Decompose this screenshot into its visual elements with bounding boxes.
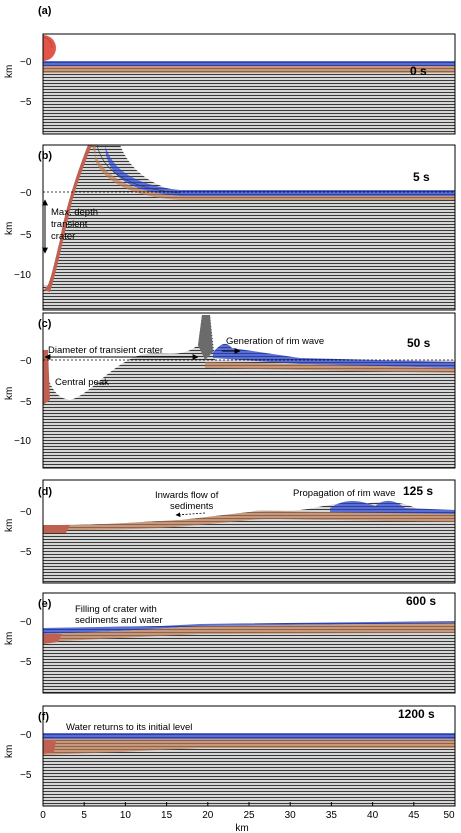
y-axis-label: km — [4, 632, 15, 645]
x-tick-label: 35 — [326, 810, 338, 821]
air-region — [43, 706, 455, 733]
inward-flow-arrow — [175, 512, 206, 518]
sediment-layer — [43, 739, 455, 755]
panel-e: (e) 600 s Filling of crater with sedimen… — [4, 592, 456, 694]
panel-label: (f) — [38, 711, 49, 723]
water-wave — [213, 343, 455, 368]
sediment-layer — [205, 362, 455, 373]
basement-layers — [43, 73, 455, 134]
crater-fill-melt — [43, 740, 56, 754]
panel-frame — [42, 479, 456, 584]
time-label: 125 s — [403, 484, 433, 498]
annotation: sediments — [170, 501, 214, 512]
y-tick-label: −0 — [20, 507, 32, 518]
panel-label: (b) — [38, 150, 52, 162]
x-tick-label: 45 — [408, 810, 420, 821]
y-axis-label: km — [4, 222, 15, 235]
panel-frame — [42, 592, 456, 694]
x-tick-label: 5 — [81, 810, 87, 821]
air-region — [43, 145, 455, 265]
panel-d: (d) 125 s Inwards flow of sediments Prop… — [4, 479, 456, 584]
rim-plume — [198, 315, 213, 360]
annotation: Max. depth — [51, 207, 98, 218]
water-layer — [43, 733, 455, 739]
water-layer — [43, 621, 455, 634]
y-tick-label: −0 — [20, 57, 32, 68]
y-tick-label: −0 — [20, 730, 32, 741]
panel-c: (c) 50 s Diameter of transient crater Ge… — [4, 312, 456, 469]
y-tick-label: −5 — [20, 770, 32, 781]
time-label: 5 s — [413, 170, 430, 184]
central-peak-melt — [43, 350, 50, 405]
x-tick-label: 25 — [243, 810, 255, 821]
water-layer — [43, 61, 455, 66]
annotation: Diameter of transient crater — [48, 345, 163, 356]
panel-frame — [42, 144, 456, 311]
y-tick-label: −5 — [20, 97, 32, 108]
y-tick-label: −5 — [20, 547, 32, 558]
x-tick-label: 0 — [40, 810, 46, 821]
y-tick-label: −10 — [14, 436, 31, 447]
x-axis: 0 5 10 15 20 25 30 35 40 45 50 — [40, 802, 456, 821]
annotation: crater — [51, 231, 75, 242]
water-layer — [330, 500, 455, 514]
time-label: 0 s — [410, 64, 427, 78]
ejecta-water — [105, 145, 455, 196]
annotation: transient — [51, 219, 88, 230]
time-label: 50 s — [407, 336, 431, 350]
panel-b: (b) 5 s Max. depth transient crater −0 −… — [4, 144, 456, 311]
y-tick-label: −10 — [14, 270, 31, 281]
y-axis-label: km — [4, 65, 15, 78]
panel-frame — [42, 33, 456, 135]
transient-crater-cavity — [43, 145, 88, 285]
time-label: 600 s — [406, 594, 436, 608]
annotation: Filling of crater with — [75, 604, 157, 615]
y-axis-label: km — [4, 745, 15, 758]
x-tick-label: 30 — [285, 810, 297, 821]
panel-label: (d) — [38, 486, 52, 498]
panel-label: (c) — [38, 318, 52, 330]
annotation: sediments and water — [75, 615, 163, 626]
y-axis-label: km — [4, 387, 15, 400]
annotation: Propagation of rim wave — [293, 488, 395, 499]
y-tick-label: −5 — [20, 230, 32, 241]
x-tick-label: 20 — [202, 810, 214, 821]
projectile — [43, 35, 56, 61]
time-label: 1200 s — [398, 707, 435, 721]
annotation: Inwards flow of — [155, 490, 219, 501]
y-tick-label: −5 — [20, 397, 32, 408]
sediment-layer — [43, 623, 455, 642]
crater-fill-melt — [43, 634, 62, 644]
x-tick-label: 40 — [367, 810, 379, 821]
y-axis-label: km — [4, 519, 15, 532]
x-tick-label: 10 — [120, 810, 132, 821]
crater-floor-melt — [43, 525, 70, 533]
crater-wall-melt — [44, 145, 92, 292]
air-region — [43, 480, 455, 525]
y-tick-label: −5 — [20, 657, 32, 668]
y-tick-label: −0 — [20, 617, 32, 628]
x-axis-label: km — [235, 823, 248, 833]
panel-frame — [42, 312, 456, 469]
air-region — [43, 593, 455, 628]
y-tick-label: −0 — [20, 356, 32, 367]
x-tick-label: 50 — [443, 810, 455, 821]
y-tick-label: −0 — [20, 188, 32, 199]
sediment-layer — [43, 66, 455, 73]
x-tick-label: 15 — [161, 810, 173, 821]
panel-f: (f) 1200 s Water returns to its initial … — [4, 705, 456, 807]
panel-a: (a) 0 s −0 −5 km — [4, 5, 456, 135]
annotation: Water returns to its initial level — [66, 722, 192, 733]
panel-label: (a) — [38, 5, 52, 17]
annotation: Central peak — [55, 377, 109, 388]
sediment-layer — [60, 511, 455, 530]
panel-label: (e) — [38, 598, 52, 610]
annotation: Generation of rim wave — [226, 336, 324, 347]
